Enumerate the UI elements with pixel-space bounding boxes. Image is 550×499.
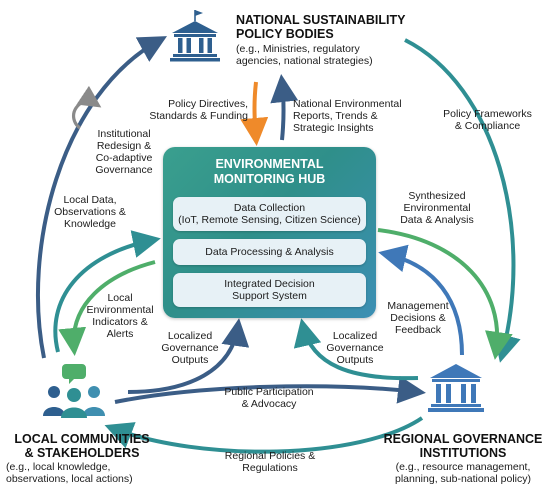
regional-node-title: REGIONAL GOVERNANCE INSTITUTIONS [380,432,546,460]
flow-label-line: Policy Directives, [168,98,248,110]
flow-label-public-participation: Public Participation & Advocacy [204,386,334,410]
flow-label-line: Synthesized [408,190,466,202]
national-node-title: NATIONAL SUSTAINABILITY POLICY BODIES [236,13,405,41]
flow-label-line: & Compliance [454,120,521,132]
arrow-hub-to-regional [377,228,513,360]
hub-component-label: Integrated Decision [224,278,315,290]
national-sub-line1: (e.g., Ministries, regulatory [236,43,360,55]
hub-title: ENVIRONMENTAL MONITORING HUB [163,157,376,187]
flow-label-institutional-redesign: Institutional Redesign & Co-adaptive Gov… [74,128,174,176]
national-node-subtitle: (e.g., Ministries, regulatory agencies, … [236,43,373,67]
local-sub-line1: (e.g., local knowledge, [6,461,111,473]
flow-label-local-indicators: Local Environmental Indicators & Alerts [78,292,162,340]
local-sub-line2: observations, local actions) [6,473,133,485]
flow-label-policy-directives: Policy Directives, Standards & Funding [130,98,248,122]
flow-label-line: Localized [167,330,213,342]
flow-label-line: Outputs [171,354,209,366]
national-title-line1: NATIONAL SUSTAINABILITY [236,13,406,27]
flow-label-line: Feedback [394,324,442,336]
arrow-national-to-hub [240,81,269,146]
local-title-line1: LOCAL COMMUNITIES [14,432,150,446]
local-node-title: LOCAL COMMUNITIES & STAKEHOLDERS [6,432,158,460]
national-title-line2: POLICY BODIES [236,27,334,41]
flow-label-line: Strategic Insights [293,122,374,134]
flow-label-line: Outputs [336,354,374,366]
flow-label-line: Regulations [242,462,298,474]
flow-label-line: Governance [95,164,153,176]
flow-label-line: Decisions & [390,312,446,324]
environmental-monitoring-hub: ENVIRONMENTAL MONITORING HUB Data Collec… [163,147,376,318]
flow-label-line: Knowledge [64,218,116,230]
flow-label-policy-frameworks: Policy Frameworks & Compliance [430,108,545,132]
flow-label-line: Public Participation [224,386,314,398]
arrow-national-to-regional [404,38,521,363]
arrow-local-to-hub [53,230,161,353]
regional-title-line1: REGIONAL GOVERNANCE [383,432,543,446]
regional-sub-line1: (e.g., resource management, [395,461,531,473]
flow-label-line: Institutional [97,128,151,140]
national-sub-line2: agencies, national strategies) [236,55,373,67]
government-building-icon [170,10,220,62]
hub-component-label: Data Collection [233,202,306,214]
local-title-line2: & STAKEHOLDERS [24,446,140,460]
hub-component-detail: Support System [232,290,307,302]
flow-label-line: Alerts [106,328,134,340]
flow-label-national-reports: National Environmental Reports, Trends &… [293,98,433,134]
hub-title-line1: ENVIRONMENTAL [215,157,324,171]
hub-component-detail: (IoT, Remote Sensing, Citizen Science) [178,214,361,226]
arrow-local-to-national [36,36,168,359]
regional-title-line2: INSTITUTIONS [419,446,507,460]
arrow-local-to-regional [114,375,426,404]
arrow-regional-to-local [104,416,424,454]
arrow-hub-to-local [58,260,156,356]
arrow-local-outputs-to-hub [127,318,250,394]
flow-label-line: Governance [161,342,219,354]
flow-label-localized-outputs-right: Localized Governance Outputs [315,330,395,366]
hub-component-data-processing: Data Processing & Analysis [173,239,366,265]
flow-label-localized-outputs-left: Localized Governance Outputs [150,330,230,366]
flow-label-synthesized-data: Synthesized Environmental Data & Analysi… [382,190,492,226]
hub-component-decision-support: Integrated Decision Support System [173,273,366,307]
flow-label-line: Localized [332,330,378,342]
flow-label-line: Data & Analysis [400,214,474,226]
flow-label-line: Observations & [54,206,126,218]
flow-label-regional-policies: Regional Policies & Regulations [210,450,330,474]
people-group-icon [43,364,105,418]
flow-label-line: Policy Frameworks [443,108,532,120]
flow-label-line: Environmental [403,202,471,214]
flow-label-line: Environmental [86,304,154,316]
flow-label-line: National Environmental [293,98,402,110]
hub-component-data-collection: Data Collection (IoT, Remote Sensing, Ci… [173,197,366,231]
flow-label-line: Local [107,292,133,304]
hub-component-label: Data Processing & Analysis [205,246,334,258]
arrow-regional-to-hub [378,244,464,356]
arrow-regional-outputs-to-hub [293,318,419,381]
flow-label-line: Standards & Funding [149,110,248,122]
flow-label-line: Local Data, [63,194,117,206]
flow-label-line: Regional Policies & [224,450,316,462]
regional-node-subtitle: (e.g., resource management, planning, su… [378,461,548,485]
government-building-icon [428,364,484,412]
regional-sub-line2: planning, sub-national policy) [394,473,531,485]
flow-label-line: Indicators & [92,316,148,328]
local-node-subtitle: (e.g., local knowledge, observations, lo… [6,461,166,485]
flow-label-management-decisions: Management Decisions & Feedback [378,300,458,336]
flow-label-line: & Advocacy [241,398,297,410]
arrow-hub-to-national [270,74,299,141]
flow-label-line: Co-adaptive [95,152,153,164]
flow-label-local-data: Local Data, Observations & Knowledge [40,194,140,230]
flow-label-line: Redesign & [96,140,152,152]
flow-label-line: Reports, Trends & [293,110,378,122]
flow-label-line: Management [387,300,449,312]
hub-title-line2: MONITORING HUB [213,172,326,186]
circular-arrow-icon [72,85,102,130]
flow-label-line: Governance [326,342,384,354]
